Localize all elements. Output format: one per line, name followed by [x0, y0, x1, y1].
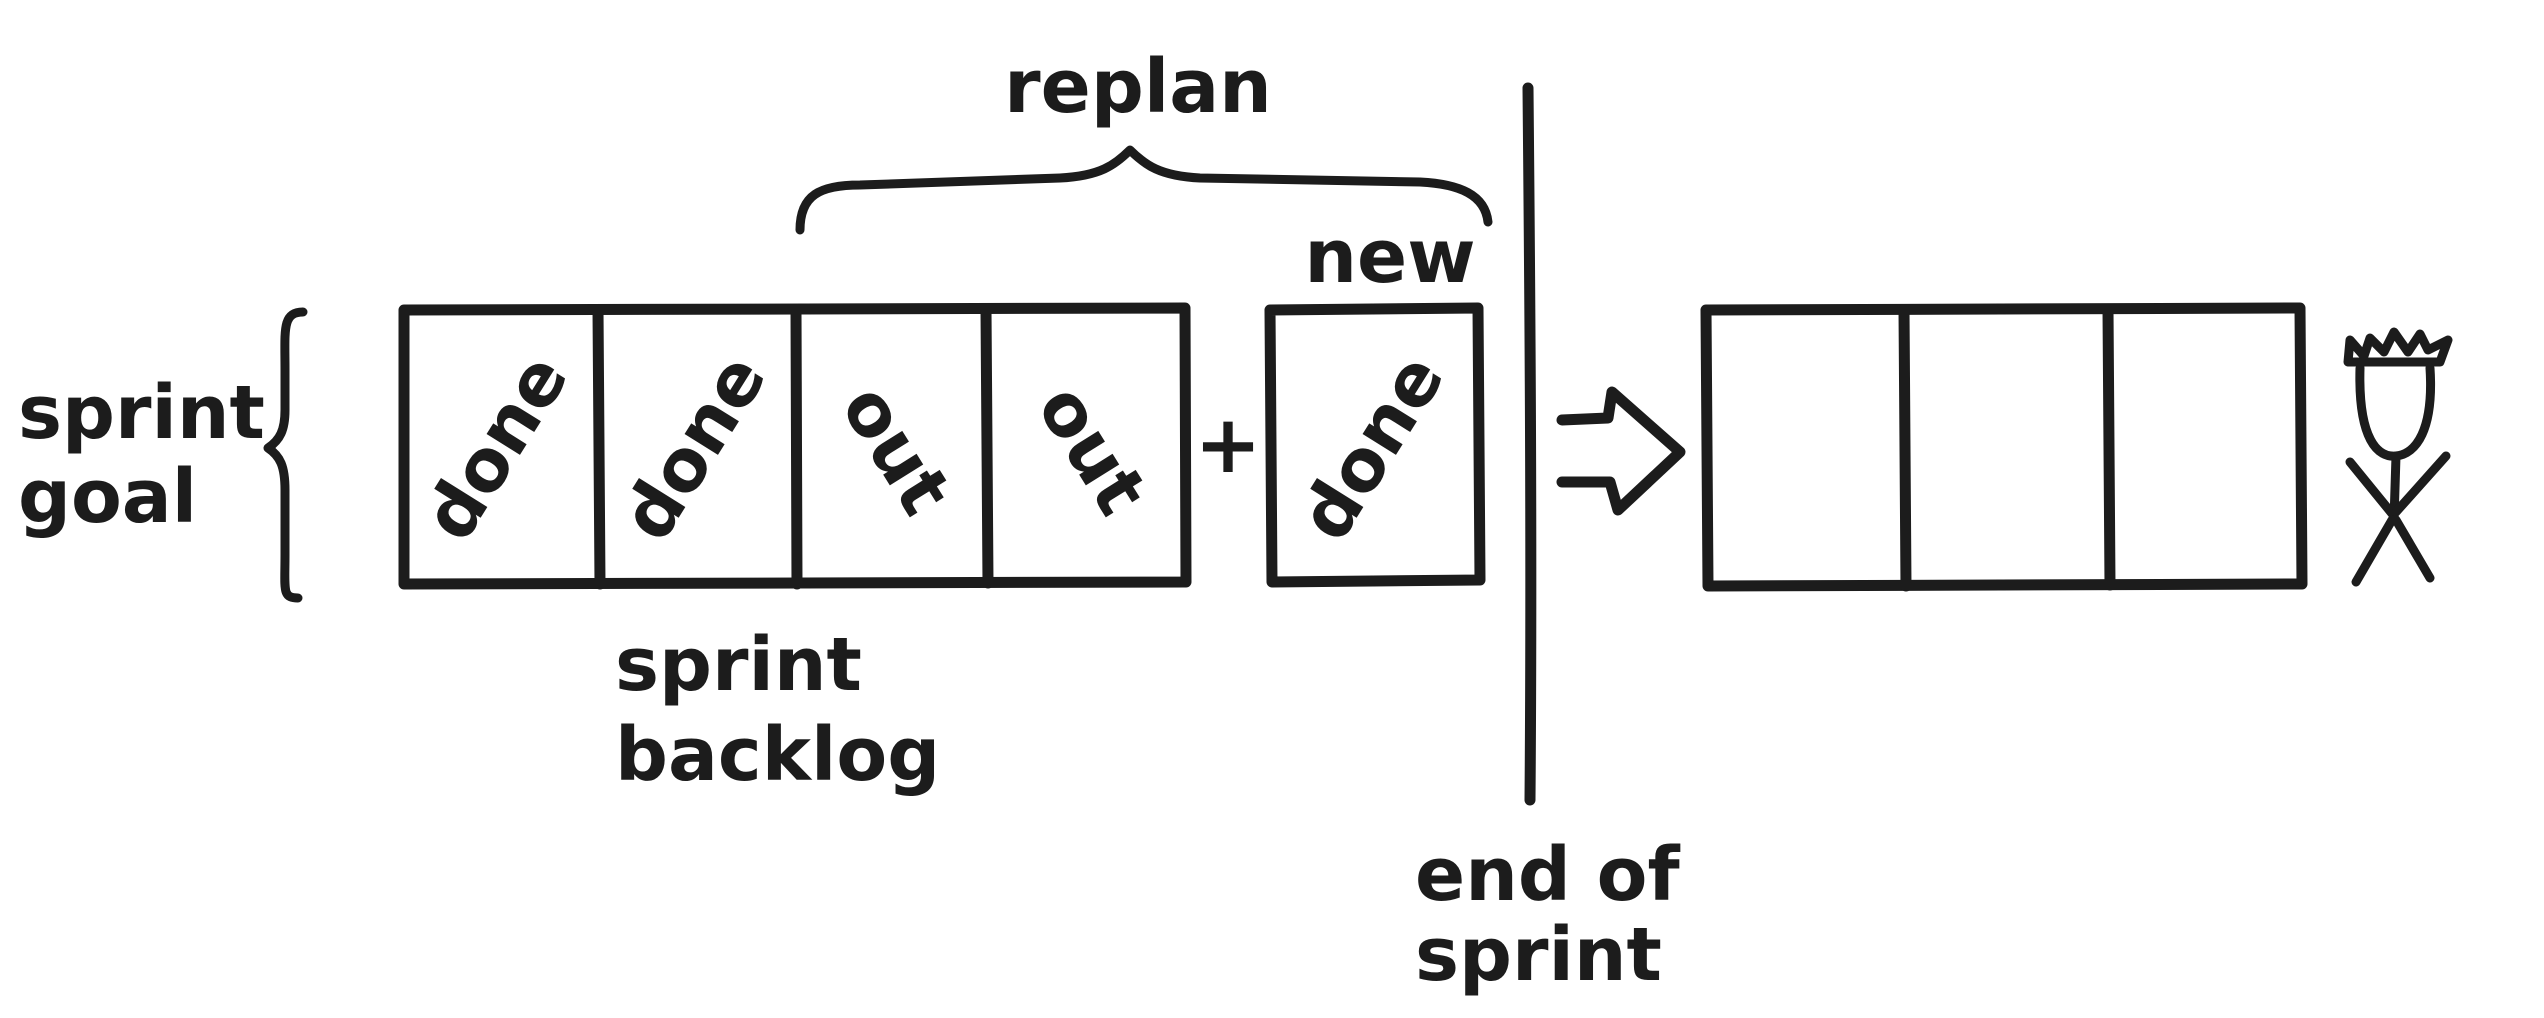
end-of-sprint-label-line2: sprint — [1415, 912, 1662, 998]
backlog-cell-3: out — [825, 370, 968, 529]
sprint-backlog-label-line1: sprint — [615, 622, 862, 708]
new-label: new — [1304, 214, 1475, 300]
replan-brace — [795, 145, 1493, 235]
end-of-sprint-line — [1522, 82, 1537, 806]
backlog-cell-2-text: done — [604, 340, 782, 555]
sprint-backlog-box — [398, 302, 1192, 590]
sprint-goal-brace — [263, 307, 308, 603]
sprint-goal-label-line1: sprint — [18, 370, 265, 456]
end-of-sprint-label-line1: end of — [1415, 832, 1680, 918]
sprint-goal-label-line2: goal — [18, 454, 197, 540]
backlog-cell-1-text: done — [406, 340, 584, 555]
result-box — [1700, 302, 2308, 592]
new-item-box — [1264, 302, 1486, 588]
new-cell: done — [1282, 340, 1460, 555]
sprint-backlog-label-line2: backlog — [615, 712, 940, 798]
plus-sign: + — [1194, 398, 1261, 491]
backlog-cell-4: out — [1021, 370, 1164, 529]
backlog-cell-2: done — [604, 340, 782, 555]
backlog-cell-4-text: out — [1021, 370, 1164, 529]
arrow-right-icon — [1556, 386, 1686, 516]
new-cell-text: done — [1282, 340, 1460, 555]
backlog-cell-1: done — [406, 340, 584, 555]
replan-label: replan — [1004, 44, 1272, 130]
backlog-cell-3-text: out — [825, 370, 968, 529]
king-stick-figure-icon — [2343, 327, 2453, 587]
